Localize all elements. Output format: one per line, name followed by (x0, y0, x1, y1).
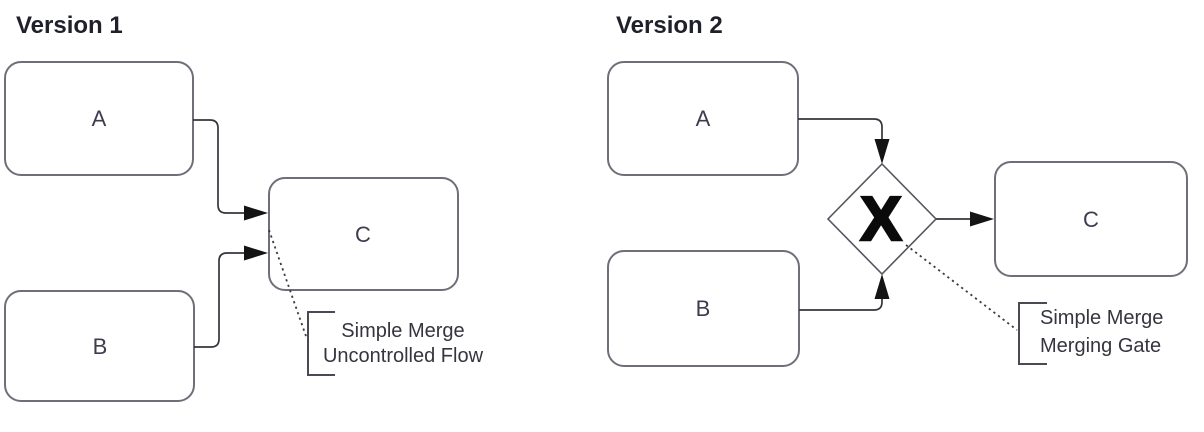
v2-gateway-x-marker: X (860, 185, 901, 254)
v1-annotation-line1: Simple Merge (341, 320, 464, 342)
v1-task-b-box (4, 290, 195, 402)
version2-title: Version 2 (616, 12, 723, 39)
v1-flow-b-to-c-arrowhead (244, 245, 268, 261)
version2-diagram: Version 2 A B C X Simple Merge Merging G… (607, 12, 1188, 367)
v2-task-a-label: A (696, 106, 711, 131)
v2-flow-b-to-gateway (799, 298, 883, 311)
v1-task-b-label: B (93, 334, 108, 359)
v1-annotation-bracket (307, 311, 335, 376)
v2-annotation-line2: Merging Gate (1040, 335, 1161, 357)
v2-annotation-connector (905, 244, 1018, 331)
v1-annotation-line2: Uncontrolled Flow (323, 345, 484, 367)
v2-annotation-bracket (1018, 302, 1047, 365)
v1-flow-a-to-c (193, 119, 245, 214)
v2-flow-a-to-gateway-arrowhead (874, 139, 890, 164)
v1-task-c-label: C (355, 222, 371, 247)
v2-task-c-box (994, 161, 1188, 277)
v1-annotation-connector (268, 229, 308, 340)
v2-flow-gateway-to-c-arrowhead (970, 211, 994, 227)
v2-task-b-label: B (696, 296, 711, 321)
v2-flow-b-to-gateway-arrowhead (874, 274, 890, 299)
v1-flow-b-to-c (194, 252, 245, 348)
version1-diagram: Version 1 A B C Simple Merge Uncontrolle… (4, 12, 484, 402)
v1-task-a-label: A (92, 106, 107, 131)
v2-flow-a-to-gateway (798, 118, 883, 140)
v1-flow-a-to-c-arrowhead (244, 205, 268, 221)
v2-task-b-box (607, 250, 800, 367)
v2-annotation-line1: Simple Merge (1040, 307, 1163, 329)
v1-task-a-box (4, 61, 194, 176)
v2-task-c-label: C (1083, 207, 1099, 232)
v1-task-c-box (268, 177, 459, 291)
version1-title: Version 1 (16, 12, 123, 39)
